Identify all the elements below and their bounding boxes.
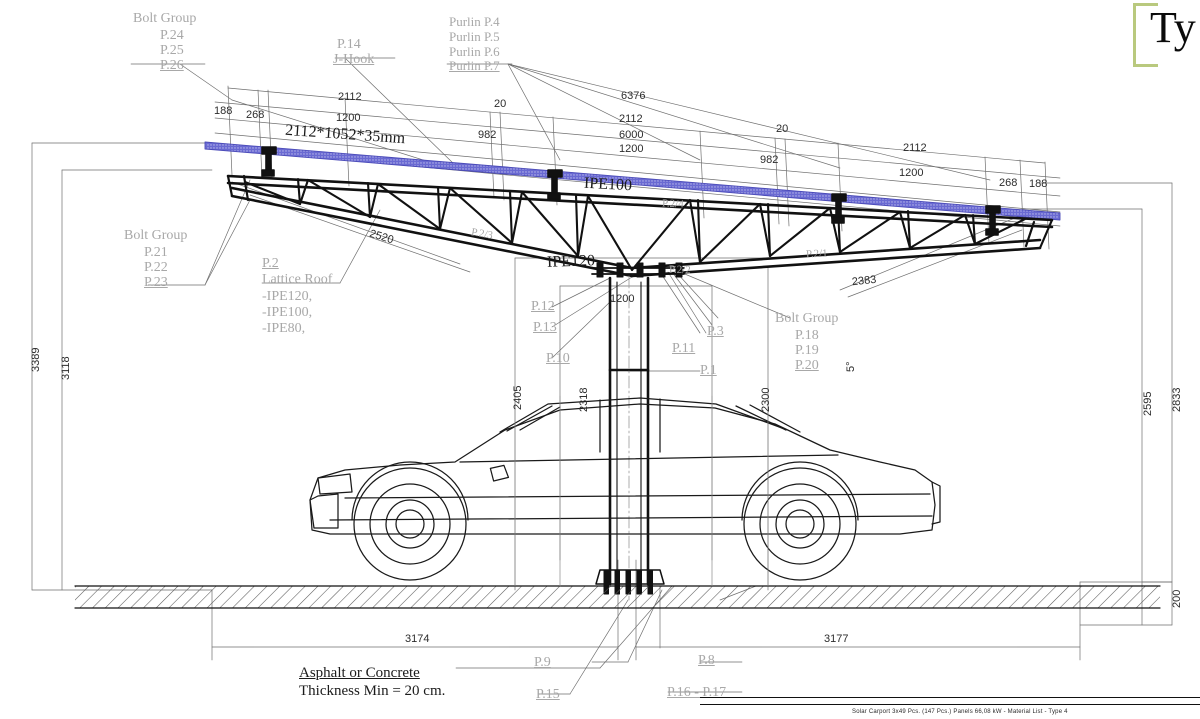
callout-j-hook-label: J-Hook [333,52,375,67]
dim-268-left: 268 [246,109,265,121]
callout-bolt-group-right-p18: P.18 [795,328,819,343]
logo-wordmark: Ty [1150,3,1196,52]
footer-divider [700,704,1200,705]
callout-part-p8: P.8 [698,653,715,668]
dim-982-left: 982 [478,129,497,141]
dim-2595: 2595 [1142,391,1154,416]
dim-1200-left: 1200 [336,112,361,124]
dim-2112-mid: 2112 [619,113,643,125]
callout-lattice-roof-title: Lattice Roof [262,272,333,287]
callout-purlin-p5: Purlin P.5 [449,29,500,44]
profile-top-chord: IPE100 [583,174,633,195]
dim-2318: 2318 [578,387,590,412]
callout-part-p13: P.13 [533,320,557,335]
dim-2383: 2383 [851,273,877,289]
callout-bolt-group-mid-left-p23: P.23 [144,275,168,290]
dim-6376: 6376 [621,90,646,102]
callout-bolt-group-right-p19: P.19 [795,343,819,358]
callout-lattice-roof-ipe80: -IPE80, [262,321,306,336]
callout-lattice-roof-tag: P.2 [262,256,279,271]
dim-3389: 3389 [30,347,42,372]
dim-3177: 3177 [824,633,849,645]
callout-bolt-group-mid-left-p21: P.21 [144,245,168,260]
dim-200: 200 [1171,589,1183,608]
callout-part-p15: P.15 [536,687,560,702]
callout-part-p16-p17: P.16 - P.17 [667,685,727,700]
callout-part-p12: P.12 [531,299,555,314]
callout-lattice-roof-ipe100: -IPE100, [262,305,313,320]
dim-20-left: 20 [494,98,507,110]
footer-divider-upper [700,697,1200,698]
note-asphalt-line1: Asphalt or Concrete [299,665,420,681]
callout-j-hook-tag: P.14 [337,37,361,52]
callout-bolt-group-top-left-p24: P.24 [160,28,184,43]
callout-purlin-p6: Purlin P.6 [449,44,500,59]
callout-bolt-group-top-left-p26: P.26 [160,58,184,73]
callout-part-p10: P.10 [546,351,570,366]
dim-188-left: 188 [214,105,233,117]
callout-part-p3: P.3 [707,324,724,339]
callout-purlin-p4: Purlin P.4 [449,14,500,29]
dim-angle-5deg: 5° [845,361,857,372]
note-asphalt-line2: Thickness Min = 20 cm. [299,683,446,699]
callout-bolt-group-top-left-p25: P.25 [160,43,184,58]
dim-3174: 3174 [405,633,430,645]
callout-part-p9: P.9 [534,655,551,670]
dim-188-right: 188 [1029,178,1048,190]
profile-bottom-chord: IPE120 [546,252,596,271]
dim-2112-right: 2112 [903,142,927,154]
footer-caption: Solar Carport 3x49 Pcs. (147 Pcs.) Panel… [852,709,1068,715]
dim-1200-column: 1200 [610,293,635,305]
callout-bolt-group-right-heading: Bolt Group [775,311,839,326]
dim-982-right: 982 [760,154,779,166]
callout-part-p1: P.1 [700,363,717,378]
callout-bolt-group-right-p20: P.20 [795,358,819,373]
callout-bolt-group-mid-left-heading: Bolt Group [124,228,188,243]
dim-2300: 2300 [760,387,772,412]
member-tag-p2-2: P.2/2 [668,263,691,277]
callout-bolt-group-top-left-heading: Bolt Group [133,11,197,26]
member-tag-p2-4: P.2/4 [661,197,685,211]
callout-purlin-p7: Purlin P.7 [449,58,500,73]
callout-part-p11: P.11 [672,341,696,356]
member-tag-p2-1: P.2/1 [805,247,828,261]
logo-bracket [1133,3,1158,67]
callout-bolt-group-mid-left-p22: P.22 [144,260,168,275]
dim-6000: 6000 [619,129,644,141]
dim-268-right: 268 [999,177,1018,189]
dim-20-right: 20 [776,123,789,135]
dim-2833: 2833 [1171,387,1183,412]
dim-3118: 3118 [60,356,72,380]
dim-1200-right: 1200 [899,167,924,179]
dim-2112-left: 2112 [338,91,362,103]
dim-2405: 2405 [512,385,524,410]
dim-1200-mid: 1200 [619,143,644,155]
callout-lattice-roof-ipe120: -IPE120, [262,289,313,304]
